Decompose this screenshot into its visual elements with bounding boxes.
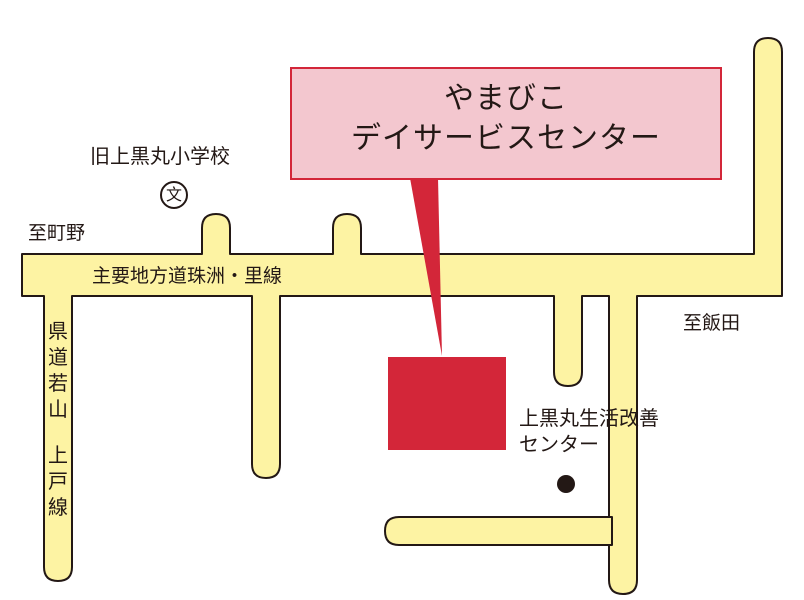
pref-road-char: 上 [48, 443, 68, 467]
pref-road-char: 戸 [48, 469, 68, 493]
pref-road-char: 道 [48, 345, 68, 369]
life-center-label-line1: 上黒丸生活改善 [519, 406, 659, 430]
lower-road [384, 516, 613, 546]
pref-road-char [46, 422, 70, 442]
facility-name-line1: やまびこ [444, 81, 568, 116]
facility-name-line2: デイサービスセンター [351, 121, 661, 156]
center-dot [557, 475, 575, 493]
main-road-label: 主要地方道珠洲・里線 [92, 265, 283, 287]
facility-marker [388, 357, 506, 450]
facility-callout: やまびこ デイサービスセンター [290, 67, 722, 180]
to-machino-label: 至町野 [28, 222, 86, 244]
pref-road-char: 山 [48, 397, 68, 421]
school-icon: 文 [160, 181, 188, 209]
old-school-label: 旧上黒丸小学校 [90, 144, 230, 168]
main-road [21, 37, 783, 595]
life-center-label-line2: センター [519, 432, 599, 456]
pref-road-char: 線 [48, 495, 68, 519]
pref-road-char: 県 [48, 319, 68, 343]
pref-road-char: 若 [48, 371, 68, 395]
callout-pointer [410, 178, 442, 356]
to-iida-label: 至飯田 [683, 312, 741, 334]
prefectural-road-label: 県 道 若 山 上 戸 線 [46, 318, 70, 520]
